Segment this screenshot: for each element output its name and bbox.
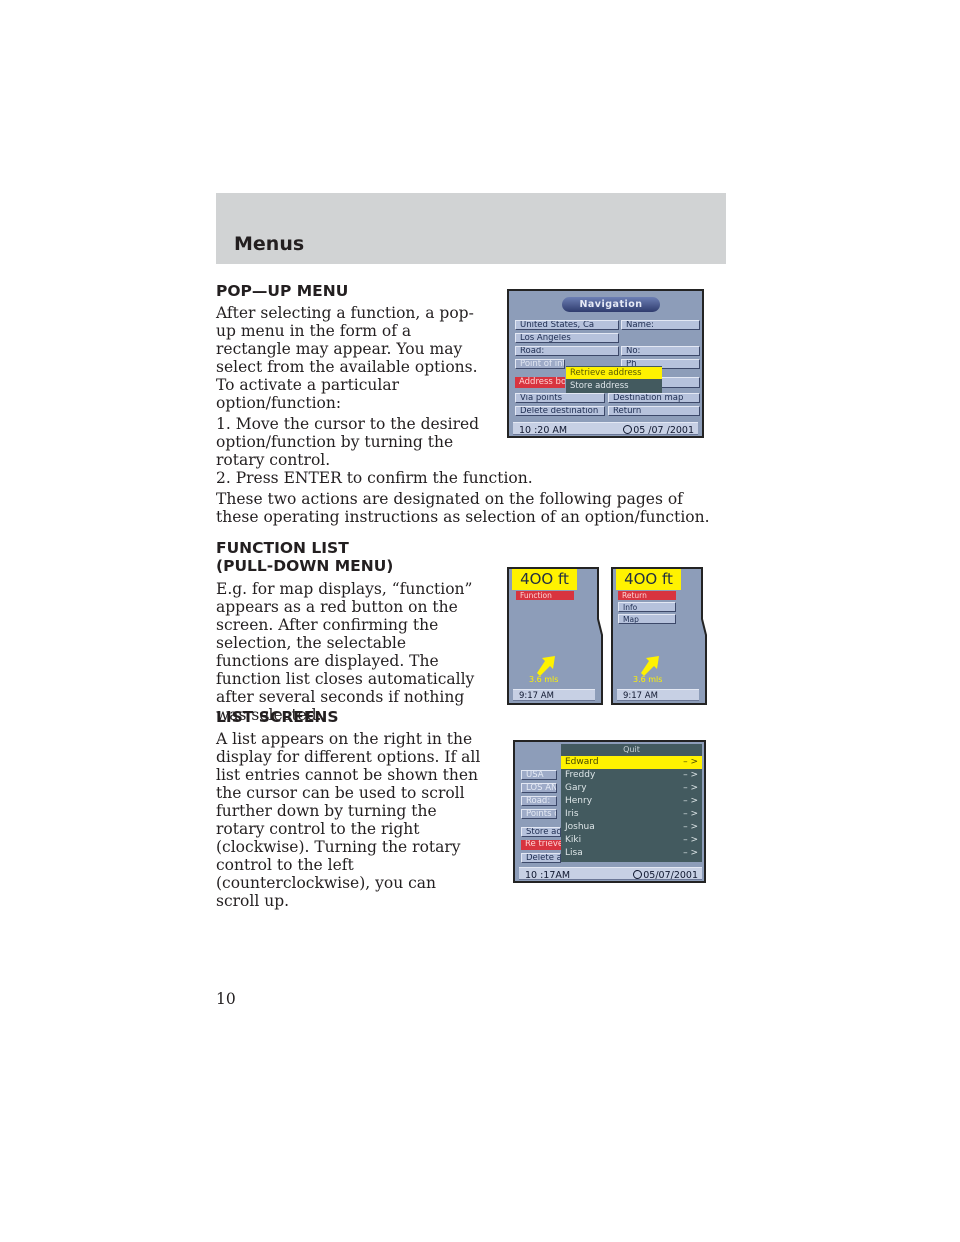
popup-paragraph-3: These two actions are designated on the … (216, 490, 710, 526)
list-item-arrow: – > (683, 809, 698, 819)
list-item[interactable]: Freddy – > (561, 769, 702, 782)
page-header-title: Menus (234, 233, 305, 255)
menu-item-return[interactable]: Return (618, 591, 676, 600)
status-time: 10 :20 AM (519, 425, 568, 436)
popup-paragraph-2: To activate a particular option/function… (216, 376, 400, 412)
list-item[interactable]: Kiki – > (561, 834, 702, 847)
name-field[interactable]: Name: (621, 320, 700, 330)
list-item-arrow: – > (683, 796, 698, 806)
popup-item-retrieve-address[interactable]: Retrieve address (566, 367, 662, 379)
status-date-group: 05 /07 /2001 (623, 425, 694, 436)
list-item-name: Freddy (565, 770, 596, 780)
list-item-name: Henry (565, 796, 593, 806)
poi-field[interactable]: Point of int (515, 359, 565, 369)
popup-menu-heading: POP—UP MENU (216, 282, 349, 300)
popup-paragraph-1: After selecting a function, a pop-up men… (216, 304, 478, 376)
navigation-screen: Navigation United States, Ca Name: Los A… (507, 289, 704, 438)
function-button[interactable]: Function (516, 591, 574, 600)
list-item-name: Kiki (565, 835, 582, 845)
address-book-button[interactable]: Address bo (515, 377, 565, 388)
header-band: Menus (216, 193, 726, 264)
list-screens-heading: LIST SCREENS (216, 708, 339, 726)
road-field[interactable]: Road: (515, 346, 619, 356)
list-item-arrow: – > (683, 783, 698, 793)
via-points-button[interactable]: Via points (515, 393, 605, 403)
popup-item-store-address[interactable]: Store address (570, 381, 629, 391)
list-left-retrieve[interactable]: Re trieve (521, 840, 561, 850)
list-item[interactable]: Henry – > (561, 795, 702, 808)
map-time-left: 9:17 AM (513, 689, 595, 701)
popup-menu: Retrieve address Store address (566, 366, 662, 393)
list-item[interactable]: Joshua – > (561, 821, 702, 834)
direction-arrow-icon (537, 656, 555, 676)
quit-button[interactable]: Quit (623, 745, 640, 754)
clock-icon (633, 870, 643, 879)
list-screen: USA LOS ANGI Road: Points of Store ad Re… (513, 740, 706, 883)
function-list-heading-line1: FUNCTION LIST (216, 539, 349, 557)
function-list-paragraph: E.g. for map displays, “function” appear… (216, 580, 475, 724)
name-list: Edward – > Freddy – > Gary – > Henry – > Iris – >… (561, 756, 702, 860)
list-item[interactable]: Iris – > (561, 808, 702, 821)
list-left-usa[interactable]: USA (521, 770, 557, 780)
navigation-title-pill: Navigation (562, 297, 660, 312)
list-left-delete[interactable]: Delete a (521, 853, 561, 863)
distance-display-left: 4OO ft (512, 569, 577, 590)
list-item-arrow: – > (683, 757, 698, 767)
list-left-points[interactable]: Points of (521, 809, 557, 819)
map-time-right: 9:17 AM (617, 689, 699, 701)
list-item-name: Lisa (565, 848, 583, 858)
return-button[interactable]: Return (608, 406, 700, 416)
menu-item-map[interactable]: Map (618, 614, 676, 624)
list-item-arrow: – > (683, 835, 698, 845)
list-screens-paragraph: A list appears on the right in the displ… (216, 730, 481, 910)
list-item-arrow: – > (683, 822, 698, 832)
list-item[interactable]: Gary – > (561, 782, 702, 795)
popup-step-2: 2. Press ENTER to confirm the function. (216, 469, 533, 487)
distance-miles-right: 3.6 mls (633, 675, 663, 684)
list-left-road[interactable]: Road: (521, 796, 557, 806)
list-item[interactable]: Lisa – > (561, 847, 702, 860)
number-field[interactable]: No: (621, 346, 700, 356)
list-item-name: Joshua (565, 822, 595, 832)
list-left-store[interactable]: Store ad (521, 827, 561, 837)
status-bar: 10 :20 AM 05 /07 /2001 (513, 422, 698, 436)
status-date: 05 /07 /2001 (633, 425, 694, 436)
list-item-name: Edward (565, 757, 599, 767)
city-field[interactable]: Los Angeles (515, 333, 619, 343)
list-item-name: Iris (565, 809, 579, 819)
function-list-heading: FUNCTION LIST (PULL-DOWN MENU) (216, 539, 393, 575)
page-number: 10 (216, 990, 236, 1008)
list-item-arrow: – > (683, 770, 698, 780)
list-status-date-group: 05/07/2001 (633, 870, 698, 881)
menu-item-info[interactable]: Info (618, 602, 676, 612)
clock-icon (623, 425, 633, 434)
delete-destination-button[interactable]: Delete destination (515, 406, 605, 416)
direction-arrow-icon (641, 656, 659, 676)
map-screen-left: 4OO ft Function 3.6 mls 9:17 AM (507, 567, 603, 705)
list-status-date: 05/07/2001 (643, 870, 698, 881)
map-screen-left-frame (507, 567, 603, 705)
list-left-city[interactable]: LOS ANGI (521, 783, 557, 793)
function-list-heading-line2: (PULL-DOWN MENU) (216, 557, 394, 575)
list-item[interactable]: Edward – > (561, 756, 702, 769)
list-status-time: 10 :17AM (525, 870, 571, 881)
name-list-panel: Quit Edward– >Freddy– >Gary– >Henry– >Ir… (561, 744, 702, 862)
distance-miles-left: 3.6 mls (529, 675, 559, 684)
list-item-arrow: – > (683, 848, 698, 858)
country-field[interactable]: United States, Ca (515, 320, 619, 330)
distance-display-right: 4OO ft (616, 569, 681, 590)
map-screen-right: 4OO ft Return Info Map 3.6 mls 9:17 AM (611, 567, 707, 705)
destination-map-button[interactable]: Destination map (608, 393, 700, 403)
popup-step-1: 1. Move the cursor to the desired option… (216, 415, 480, 469)
list-status-bar: 10 :17AM 05/07/2001 (519, 867, 702, 881)
list-item-name: Gary (565, 783, 587, 793)
